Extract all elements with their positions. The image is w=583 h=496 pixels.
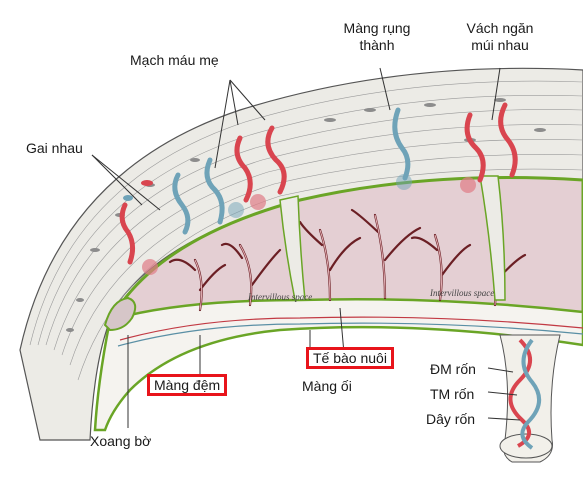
intervillous-label-2: Intervillous space (429, 288, 494, 298)
label-amnion: Màng ối (302, 378, 352, 394)
label-placental-septum: Vách ngăn múi nhau (466, 20, 534, 53)
umbilical-cord (499, 334, 561, 463)
chorionic-vessel-line (119, 316, 583, 341)
placental-septum-1 (279, 195, 306, 301)
label-maternal-vessels: Mạch máu mẹ (130, 52, 219, 68)
maternal-veins (172, 107, 411, 235)
label-parietal-decidua: Màng rụng thành (343, 20, 411, 53)
cord-vessels (508, 338, 541, 450)
label-chorionic-villi: Gai nhau (26, 140, 83, 156)
wall-artery-dot (141, 180, 153, 186)
leader-lines (91, 67, 521, 428)
label-trophoblast: Tế bào nuôi (306, 347, 394, 369)
placental-septum-2 (479, 175, 506, 301)
label-chorion: Màng đệm (147, 374, 228, 396)
vessel-openings (142, 174, 476, 275)
label-umbilical-vein: TM rốn (430, 386, 475, 402)
label-umbilical-artery: ĐM rốn (430, 361, 476, 377)
label-marginal-sinus: Xoang bờ (90, 433, 152, 449)
chorionic-vein-line (117, 322, 583, 347)
maternal-spiral-arteries (119, 102, 518, 265)
cord-section (499, 433, 553, 459)
wall-vein-dot (123, 195, 133, 201)
intervillous-label-1: Intervillous space (247, 292, 312, 302)
label-umbilical-cord: Dây rốn (426, 411, 476, 427)
marginal-sinus (103, 296, 137, 332)
